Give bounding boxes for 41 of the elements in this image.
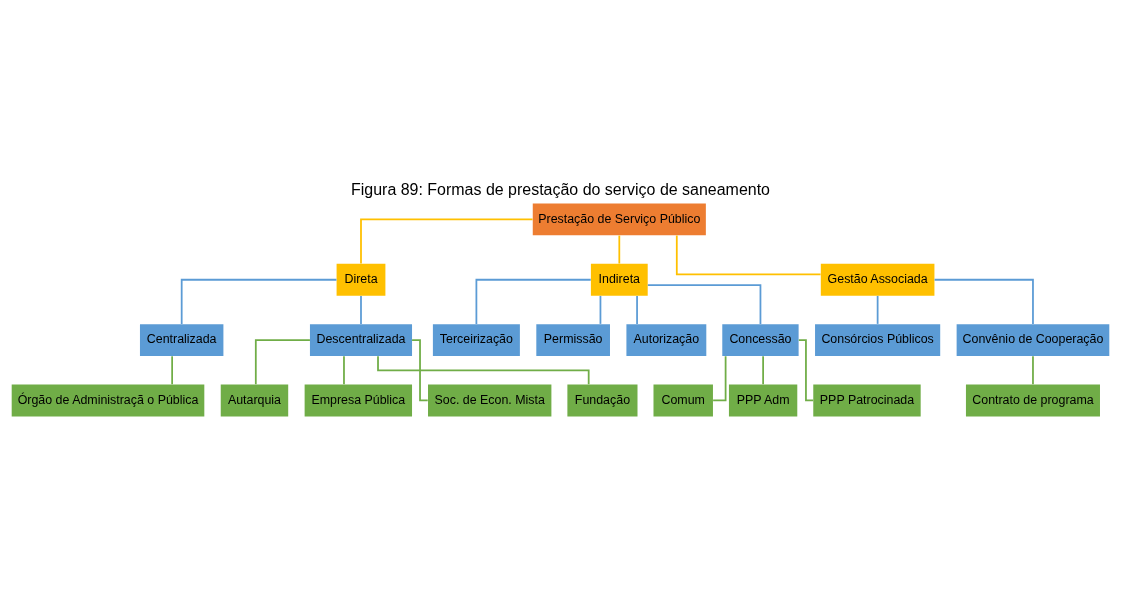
node-box: Gestão Associada [820,263,935,296]
node-box: Fundação [567,384,638,416]
node-box: PPP Patrocinada [813,384,921,416]
node-box: Descentralizada [309,323,413,356]
node-box: Autorização [626,323,707,356]
node-box: Prestação de Serviço Público [532,202,706,235]
connector [876,294,879,325]
connector [411,338,429,401]
connector [180,278,338,325]
connector [360,294,362,325]
node-box: Direta [336,263,386,296]
connector [254,338,311,385]
node-box: Empresa Pública [304,384,413,416]
connector [933,278,1034,325]
node-box: Contrato de programa [965,384,1100,416]
connector [599,294,602,325]
node-box: Comum [653,384,713,416]
connector [636,294,638,325]
connector [618,234,621,264]
connector [797,338,815,401]
connector [343,354,345,385]
node-box: Concessão [722,323,799,356]
connector [712,354,727,401]
connector [360,218,534,264]
connector [171,354,174,385]
connector [762,354,764,385]
diagram-title: Figura 89: Formas de prestação do serviço de saneamento [351,180,770,198]
node-box: Convênio de Cooperação [956,323,1110,356]
node-box: Órgão de Administraçã o Pública [11,384,205,416]
node-box: Permissão [536,323,610,356]
connector [1032,354,1034,385]
connector [647,283,762,325]
node-box: Consórcios Públicos [815,323,941,356]
node-box: Terceirização [432,323,520,356]
connector [675,234,822,275]
node-box: Centralizada [139,323,224,356]
node-box: Autarquia [220,384,289,416]
node-box: PPP Adm [728,384,798,416]
node-box: Indireta [590,263,648,296]
node-box: Soc. de Econ. Mista [428,384,552,416]
connector [475,278,592,325]
